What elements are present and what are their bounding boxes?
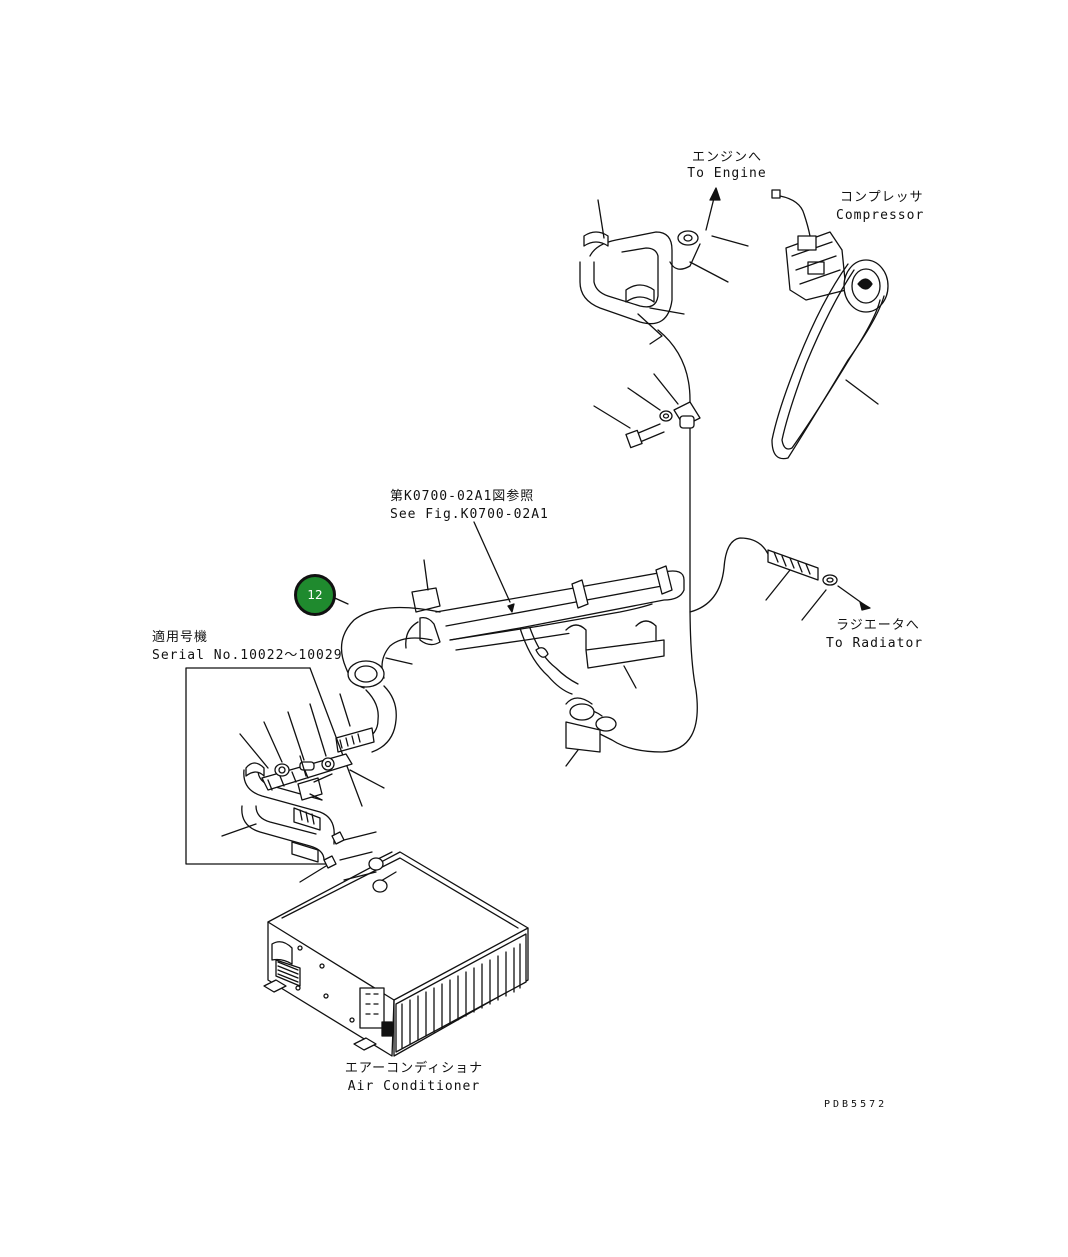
air-conditioner-unit: [264, 852, 528, 1056]
compressor: [772, 190, 888, 312]
see-fig-label-ja: 第K0700-02A1図参照: [390, 489, 535, 504]
upper-hose: [580, 200, 748, 752]
hose-bundle: [406, 560, 684, 766]
serial-label-ja: 適用号機: [152, 630, 209, 645]
drawing-code: PDB5572: [824, 1099, 888, 1110]
callout-12-badge[interactable]: 12: [294, 574, 336, 616]
see-fig-label-en: See Fig.K0700-02A1: [390, 507, 549, 522]
to-radiator-label-ja: ラジエータへ: [836, 618, 920, 633]
to-engine-label-en: To Engine: [687, 166, 767, 181]
to-engine-arrow: [706, 188, 720, 230]
serial-range-box: [186, 668, 384, 882]
to-engine-label-ja: エンジンへ: [691, 150, 763, 165]
air-conditioner-label-en: Air Conditioner: [347, 1079, 481, 1094]
see-fig-leader: [474, 522, 514, 612]
compressor-label-en: Compressor: [836, 208, 925, 223]
to-radiator-label-en: To Radiator: [826, 636, 924, 651]
clip-bolt-set: [594, 374, 700, 448]
elbow-hose: [326, 594, 440, 752]
compressor-belt: [772, 264, 884, 459]
radiator-hose: [690, 538, 870, 620]
compressor-label-ja: コンプレッサ: [840, 190, 924, 205]
serial-label-en: Serial No.10022～10029: [152, 648, 343, 663]
air-conditioner-label-ja: エアーコンディショナ: [344, 1061, 484, 1076]
